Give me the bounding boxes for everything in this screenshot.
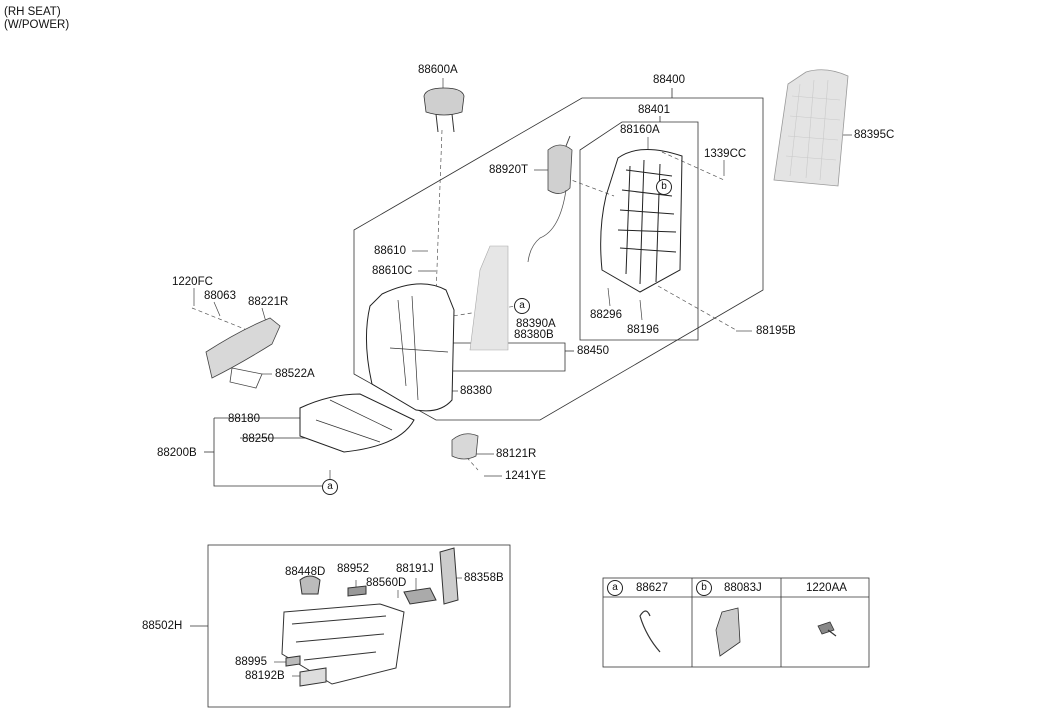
part-88191J[interactable]: 88191J	[396, 563, 434, 575]
part-88380B[interactable]: 88380B	[514, 329, 554, 341]
seat-frame-drawing	[281, 547, 459, 687]
part-88195B[interactable]: 88195B	[756, 325, 796, 337]
seat-cushion-drawing	[299, 393, 415, 453]
legend-mark-a: a	[607, 580, 623, 596]
part-88995[interactable]: 88995	[235, 656, 267, 668]
part-88610[interactable]: 88610	[374, 245, 406, 257]
legend-mark-b: b	[696, 580, 712, 596]
part-88296[interactable]: 88296	[590, 309, 622, 321]
header-power: (W/POWER)	[4, 19, 70, 31]
part-88192B[interactable]: 88192B	[245, 670, 285, 682]
seat-back-frame-drawing	[600, 148, 683, 293]
part-88380[interactable]: 88380	[460, 385, 492, 397]
part-88390A[interactable]: 88390A	[516, 318, 556, 330]
hinge-cover-drawing	[451, 433, 479, 460]
part-88610C[interactable]: 88610C	[372, 265, 413, 277]
side-cover-drawing	[205, 317, 281, 389]
callout-a-lower: a	[322, 479, 338, 495]
callout-b: b	[656, 179, 672, 195]
part-88063[interactable]: 88063	[204, 290, 236, 302]
legend-part-1220AA[interactable]: 1220AA	[806, 582, 847, 594]
part-88121R[interactable]: 88121R	[496, 448, 537, 460]
part-88160A[interactable]: 88160A	[620, 124, 660, 136]
part-88200B[interactable]: 88200B	[157, 447, 197, 459]
part-88358B[interactable]: 88358B	[464, 572, 504, 584]
part-88522A[interactable]: 88522A	[275, 368, 315, 380]
part-88920T[interactable]: 88920T	[489, 164, 529, 176]
part-88196[interactable]: 88196	[627, 324, 659, 336]
part-1241YE[interactable]: 1241YE	[505, 470, 546, 482]
back-pad-drawing	[469, 245, 509, 351]
header-rh-seat: (RH SEAT)	[4, 6, 61, 18]
headrest-drawing	[423, 87, 465, 133]
part-88180[interactable]: 88180	[228, 413, 260, 425]
seat-back-cushion-drawing	[365, 283, 455, 412]
part-88400[interactable]: 88400	[653, 74, 685, 86]
legend-icons	[639, 607, 837, 657]
part-88221R[interactable]: 88221R	[248, 296, 289, 308]
legend-part-88083J[interactable]: 88083J	[724, 582, 762, 594]
part-1220FC[interactable]: 1220FC	[172, 276, 213, 288]
part-88395C[interactable]: 88395C	[854, 129, 895, 141]
part-1339CC[interactable]: 1339CC	[704, 148, 747, 160]
part-88250[interactable]: 88250	[242, 433, 274, 445]
part-88560D[interactable]: 88560D	[366, 577, 407, 589]
part-88952[interactable]: 88952	[337, 563, 369, 575]
part-88450[interactable]: 88450	[577, 345, 609, 357]
part-88600A[interactable]: 88600A	[418, 64, 458, 76]
back-panel-drawing	[773, 69, 849, 187]
side-airbag-drawing	[527, 135, 573, 263]
part-88448D[interactable]: 88448D	[285, 566, 326, 578]
legend-part-88627[interactable]: 88627	[636, 582, 668, 594]
part-88401[interactable]: 88401	[638, 104, 670, 116]
callout-a-upper: a	[514, 298, 530, 314]
part-88502H[interactable]: 88502H	[142, 620, 183, 632]
